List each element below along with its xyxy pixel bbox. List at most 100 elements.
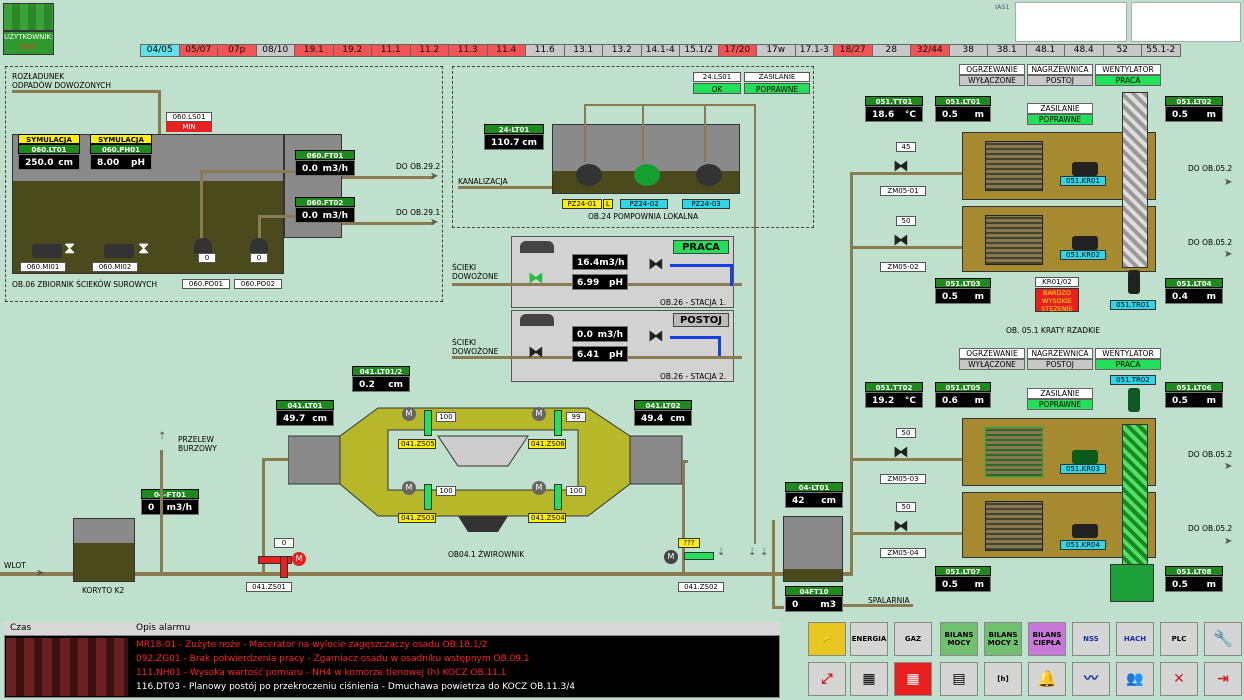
- valve-green-icon[interactable]: ⧓: [528, 268, 544, 287]
- key-button[interactable]: 🔑: [808, 622, 846, 656]
- gaz-button[interactable]: GAZ: [894, 622, 932, 656]
- zas24-state[interactable]: POPRAWNE: [744, 83, 810, 94]
- motor-icon[interactable]: M: [402, 407, 416, 421]
- tab-2[interactable]: 07p: [217, 44, 257, 57]
- valve-zm04-icon[interactable]: ⧓: [893, 516, 909, 535]
- bilans-mocy-button[interactable]: BILANS MOCY: [940, 622, 978, 656]
- col-czas[interactable]: Czas: [10, 623, 32, 633]
- tab-17[interactable]: 17.1-3: [794, 44, 834, 57]
- alarm-row[interactable]: 116.DT03 - Planowy postój po przekroczen…: [136, 682, 575, 692]
- gate-zs01-icon[interactable]: [258, 556, 292, 564]
- tab-6[interactable]: 11.1: [371, 44, 411, 57]
- tab-10[interactable]: 11.6: [525, 44, 565, 57]
- trend-icon[interactable]: 〰: [1072, 662, 1110, 696]
- hach-button[interactable]: HACH: [1116, 622, 1154, 656]
- tab-22[interactable]: 38.1: [987, 44, 1027, 57]
- tab-21[interactable]: 38: [948, 44, 988, 57]
- tab-16[interactable]: 17w: [756, 44, 796, 57]
- tab-7[interactable]: 11.2: [409, 44, 449, 57]
- tab-12[interactable]: 13.2: [602, 44, 642, 57]
- stacja1-state[interactable]: PRACA: [673, 240, 729, 254]
- valve-icon[interactable]: ⧓: [648, 326, 664, 345]
- tab-8[interactable]: 11.3: [448, 44, 488, 57]
- tab-13[interactable]: 14.1-4: [640, 44, 680, 57]
- gate-zs05-icon[interactable]: [424, 410, 432, 436]
- tools-off-icon[interactable]: ✕: [1160, 662, 1198, 696]
- users-icon[interactable]: 👥: [1116, 662, 1154, 696]
- tab-9[interactable]: 11.4: [486, 44, 526, 57]
- valve-icon[interactable]: ⧓: [528, 342, 544, 361]
- alarm-row[interactable]: 092.ZG01 - Brak potwierdzenia pracy - Zg…: [136, 654, 530, 664]
- hours-button[interactable]: [h]: [984, 662, 1022, 696]
- motor-icon[interactable]: M: [532, 407, 546, 421]
- motor-icon[interactable]: M: [664, 550, 678, 564]
- valve-zm03-icon[interactable]: ⧓: [893, 442, 909, 461]
- nss-button[interactable]: NSS: [1072, 622, 1110, 656]
- stacja2-state[interactable]: POSTOJ: [673, 313, 729, 327]
- tab-20[interactable]: 32/44: [910, 44, 950, 57]
- motor-icon[interactable]: M: [402, 481, 416, 495]
- tab-3[interactable]: 08/10: [255, 44, 295, 57]
- tab-23[interactable]: 48.1: [1025, 44, 1065, 57]
- user-panel[interactable]: UŻYTKOWNIK: Brak: [3, 31, 54, 55]
- motor-icon[interactable]: M: [532, 481, 546, 495]
- energia-button[interactable]: ENERGIA: [850, 622, 888, 656]
- tab-0[interactable]: 04/05: [140, 44, 180, 57]
- grid-icon[interactable]: ▦: [850, 662, 888, 696]
- tab-11[interactable]: 13.1: [563, 44, 603, 57]
- valve-zm01-icon[interactable]: ⧓: [893, 156, 909, 175]
- plc-button[interactable]: PLC: [1160, 622, 1198, 656]
- tab-19[interactable]: 28: [871, 44, 911, 57]
- gate-zs06-icon[interactable]: [554, 410, 562, 436]
- bilans-mocy2-button[interactable]: BILANS MOCY 2: [984, 622, 1022, 656]
- valve-zm02-icon[interactable]: ⧓: [893, 230, 909, 249]
- gate-zs02-icon[interactable]: [684, 552, 714, 560]
- tab-15[interactable]: 17/20: [717, 44, 757, 57]
- exit-icon[interactable]: ⇥: [1204, 662, 1242, 696]
- bilans-ciepla-button[interactable]: BILANS CIEPŁA: [1028, 622, 1066, 656]
- tab-26[interactable]: 55.1-2: [1141, 44, 1181, 57]
- tab-24[interactable]: 48.4: [1064, 44, 1104, 57]
- bell-icon[interactable]: 🔔: [1028, 662, 1066, 696]
- tab-1[interactable]: 05/07: [178, 44, 218, 57]
- alarm-row[interactable]: 111.NH01 - Wysoka wartość pomiaru - NH4 …: [136, 668, 507, 678]
- col-opis[interactable]: Opis alarmu: [136, 623, 191, 633]
- ls01-state[interactable]: MIN: [166, 122, 212, 132]
- tab-14[interactable]: 15.1/2: [679, 44, 719, 57]
- gate-zs04-icon[interactable]: [554, 484, 562, 510]
- tab-25[interactable]: 52: [1102, 44, 1142, 57]
- table-icon[interactable]: ▤: [940, 662, 978, 696]
- kr0102-alarm[interactable]: BARDZO WYSOKIE STĘŻENIE: [1035, 288, 1079, 313]
- alarm-grid-icon[interactable]: ▦: [894, 662, 932, 696]
- trend-red-icon[interactable]: ⤢: [808, 662, 846, 696]
- tab-5[interactable]: 19.2: [332, 44, 372, 57]
